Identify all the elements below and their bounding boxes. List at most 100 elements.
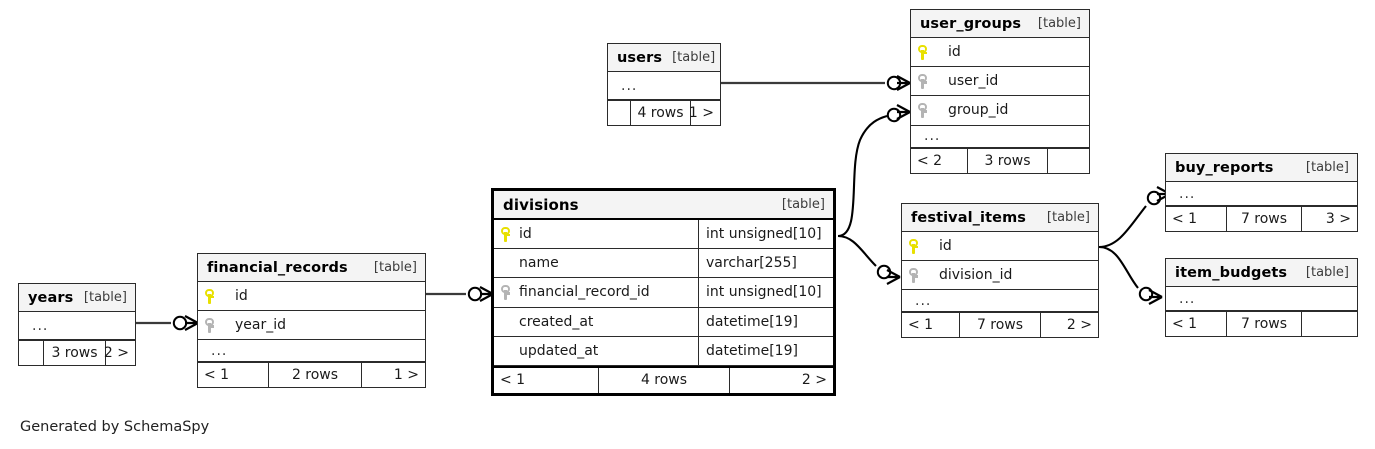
footer-rows: 7 rows <box>1226 207 1301 231</box>
footer-right[interactable]: 2 > <box>1040 313 1098 338</box>
foreign-key-icon <box>917 102 930 119</box>
table-header: financial_records [table] <box>198 254 425 282</box>
diagram-caption: Generated by SchemaSpy <box>20 419 210 435</box>
footer-right[interactable]: 2 > <box>104 341 135 365</box>
column-type: varchar[255] <box>698 249 833 278</box>
table-row[interactable]: ... <box>1166 182 1357 206</box>
table-tag: [table] <box>83 290 127 305</box>
table-users[interactable]: users [table] ... 4 rows 1 > <box>607 43 721 126</box>
foreign-key-icon <box>204 317 217 334</box>
column-name: ... <box>1179 185 1196 202</box>
table-row[interactable]: division_id <box>902 261 1098 291</box>
edge-financial_records-divisions <box>426 285 495 303</box>
table-row[interactable]: id <box>198 282 425 312</box>
footer-left[interactable] <box>608 101 630 125</box>
table-footer: < 1 7 rows 2 > <box>902 312 1098 338</box>
table-financial_records[interactable]: financial_records [table] id year_id ...… <box>197 253 426 389</box>
table-row[interactable]: id <box>902 232 1098 262</box>
table-user_groups[interactable]: user_groups [table] id user_id group_id … <box>910 9 1090 174</box>
table-header: festival_items [table] <box>902 204 1098 232</box>
table-divisions[interactable]: divisions [table] id int unsigned[10] na… <box>491 188 836 396</box>
column-name: id <box>948 44 961 61</box>
table-tag: [table] <box>1305 265 1349 280</box>
table-name: financial_records <box>207 259 348 276</box>
table-years[interactable]: years [table] ... 3 rows 2 > <box>18 283 136 366</box>
table-footer: < 1 7 rows 3 > <box>1166 206 1357 231</box>
table-row[interactable]: created_at datetime[19] <box>494 307 833 337</box>
column-name: id <box>519 226 532 243</box>
edge-years-financial_records <box>136 314 200 332</box>
table-name: festival_items <box>911 209 1027 226</box>
table-buy_reports[interactable]: buy_reports [table] ... < 1 7 rows 3 > <box>1165 153 1358 232</box>
table-header: years [table] <box>19 284 135 312</box>
footer-right[interactable]: 1 > <box>361 363 425 388</box>
footer-rows: 2 rows <box>268 363 361 388</box>
no-key-icon <box>500 255 513 272</box>
column-name: name <box>519 255 559 272</box>
table-row[interactable]: year_id <box>198 311 425 341</box>
column-name: id <box>235 288 248 305</box>
footer-rows: 7 rows <box>1226 312 1301 336</box>
footer-right[interactable]: 2 > <box>729 367 833 393</box>
footer-right[interactable] <box>1301 312 1357 336</box>
column-name: division_id <box>939 267 1013 284</box>
column-name: user_id <box>948 73 999 90</box>
primary-key-icon <box>204 288 217 305</box>
footer-right[interactable]: 3 > <box>1301 207 1357 231</box>
table-tag: [table] <box>672 50 716 65</box>
table-footer: 4 rows 1 > <box>608 100 720 125</box>
foreign-key-icon <box>908 267 921 284</box>
table-row[interactable]: id int unsigned[10] <box>494 220 833 250</box>
footer-right[interactable]: 1 > <box>689 101 720 125</box>
table-footer: < 1 7 rows <box>1166 311 1357 336</box>
edge-festival_items-item_budgets <box>1098 245 1164 306</box>
footer-left[interactable]: < 1 <box>1172 316 1198 332</box>
table-row[interactable]: ... <box>902 290 1098 313</box>
table-name: years <box>28 289 74 306</box>
footer-rows: 7 rows <box>959 313 1040 338</box>
table-festival_items[interactable]: festival_items [table] id division_id ..… <box>901 203 1099 339</box>
footer-rows: 3 rows <box>967 148 1047 173</box>
column-type: int unsigned[10] <box>698 278 833 307</box>
no-key-icon <box>500 342 513 359</box>
table-row[interactable]: ... <box>19 312 135 340</box>
foreign-key-icon <box>917 73 930 90</box>
footer-left[interactable]: < 1 <box>500 372 526 389</box>
table-name: item_budgets <box>1175 264 1288 281</box>
table-row[interactable]: ... <box>198 340 425 363</box>
table-row[interactable]: user_id <box>911 67 1089 97</box>
table-row[interactable]: updated_at datetime[19] <box>494 336 833 366</box>
column-name: year_id <box>235 317 287 334</box>
table-item_budgets[interactable]: item_budgets [table] ... < 1 7 rows <box>1165 258 1358 337</box>
table-header: users [table] <box>608 44 720 72</box>
footer-rows: 4 rows <box>598 367 729 393</box>
footer-right[interactable] <box>1047 148 1089 173</box>
edge-divisions-user_groups <box>837 103 912 238</box>
primary-key-icon <box>500 226 513 243</box>
footer-left[interactable]: < 1 <box>1172 211 1198 227</box>
table-name: buy_reports <box>1175 159 1274 176</box>
table-name: user_groups <box>920 15 1022 32</box>
column-name: ... <box>1179 290 1196 307</box>
footer-left[interactable] <box>19 341 43 365</box>
column-type: datetime[19] <box>698 336 833 365</box>
table-row[interactable]: group_id <box>911 96 1089 126</box>
primary-key-icon <box>908 238 921 255</box>
footer-left[interactable]: < 1 <box>908 317 934 334</box>
column-name: ... <box>924 128 941 145</box>
table-row[interactable]: financial_record_id int unsigned[10] <box>494 278 833 308</box>
table-row[interactable]: ... <box>1166 287 1357 311</box>
column-name: created_at <box>519 313 594 330</box>
table-header: divisions [table] <box>494 191 833 220</box>
table-row[interactable]: ... <box>911 126 1089 148</box>
footer-left[interactable]: < 1 <box>204 367 230 384</box>
table-row[interactable]: name varchar[255] <box>494 249 833 279</box>
table-row[interactable]: ... <box>608 72 720 100</box>
column-name: id <box>939 238 952 255</box>
table-footer: < 1 2 rows 1 > <box>198 362 425 388</box>
footer-left[interactable]: < 2 <box>917 152 943 169</box>
footer-rows: 3 rows <box>43 341 105 365</box>
table-header: item_budgets [table] <box>1166 259 1357 287</box>
table-row[interactable]: id <box>911 38 1089 68</box>
